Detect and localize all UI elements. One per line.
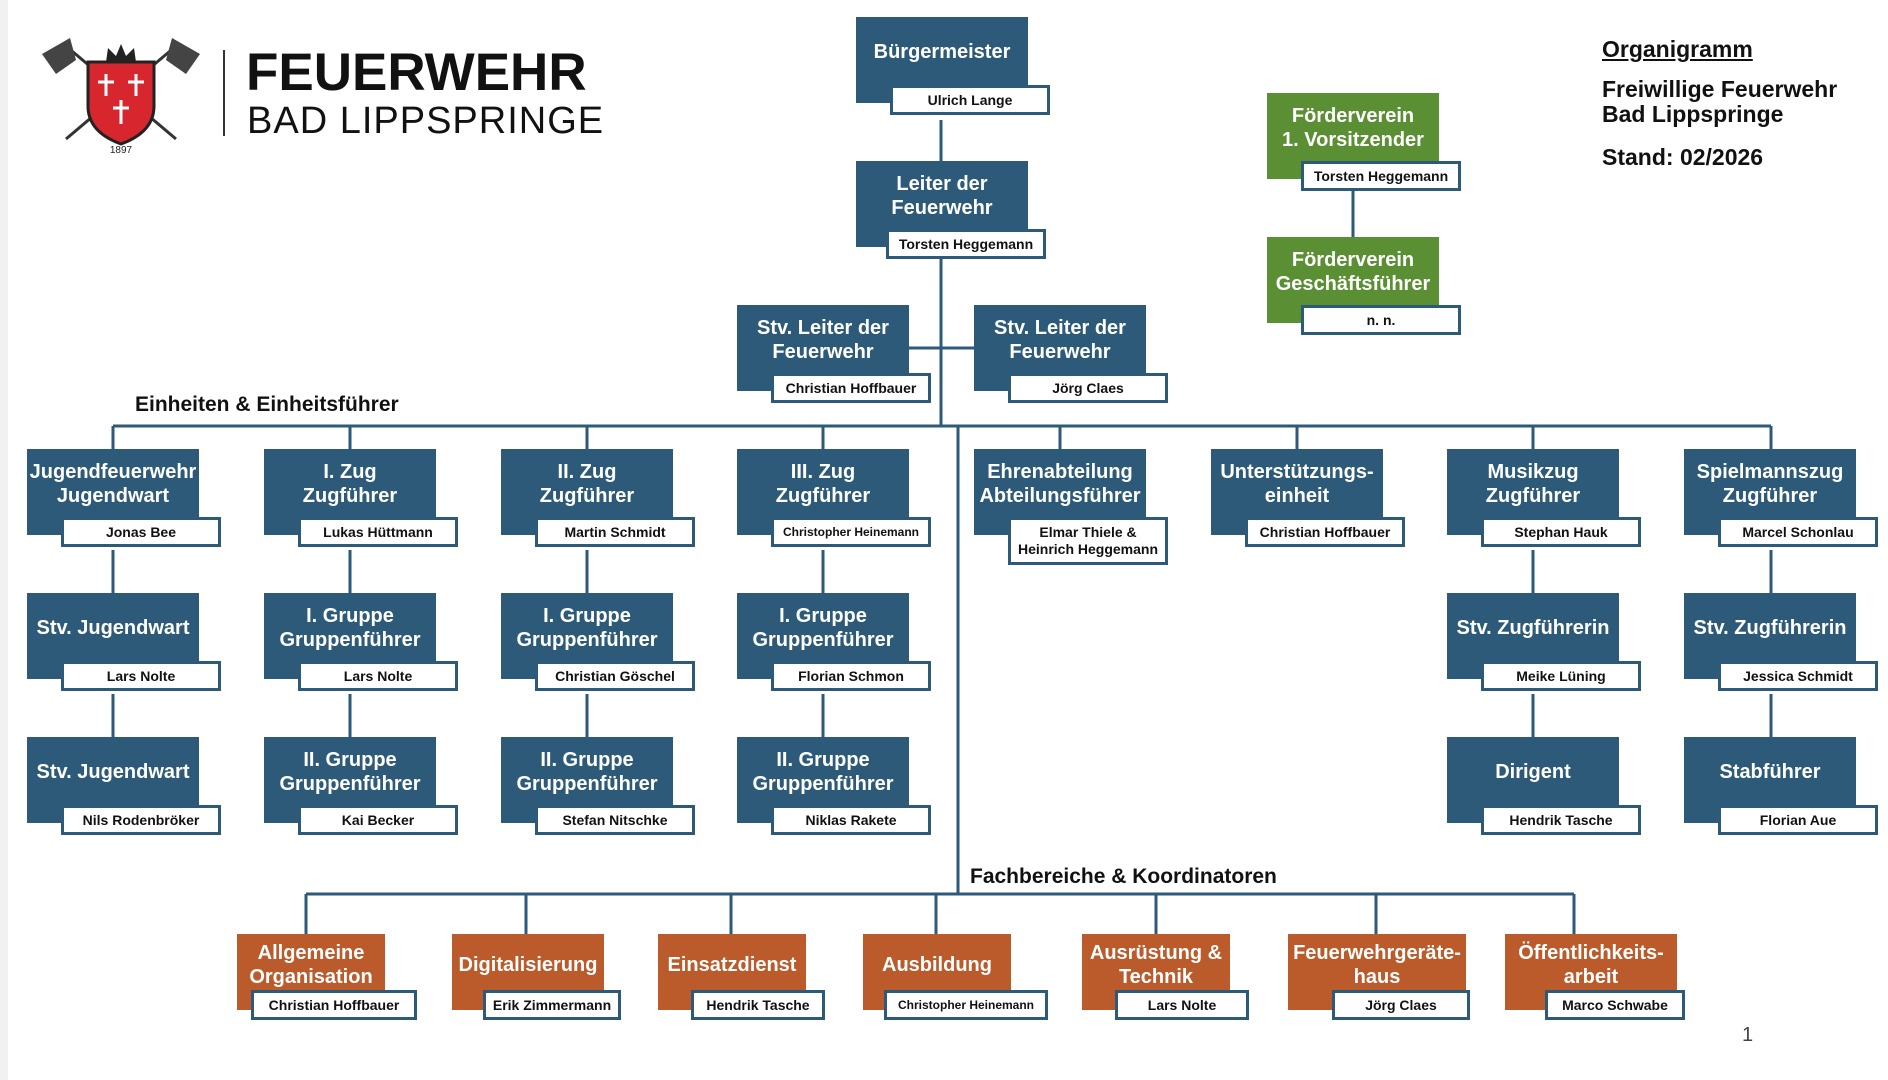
document-header: Organigramm Freiwillige Feuerwehr Bad Li… [1602,36,1837,171]
coat-of-arms-logo: 1897 [42,38,200,154]
youth-fire-brigade-name: Jonas Bee [61,517,221,547]
units-section-title: Einheiten & Einheitsführer [135,393,399,416]
support-unit-name: Christian Hoffbauer [1245,517,1405,547]
logo-separator [223,50,225,136]
chief-name: Torsten Heggemann [886,229,1046,259]
deputy-chief-1-name: Christian Hoffbauer [771,373,931,403]
logo-title: FEUERWEHR [246,43,587,102]
music-deputy-name: Meike Lüning [1481,661,1641,691]
platoon-2-name: Martin Schmidt [535,517,695,547]
dept-equipment-name: Lars Nolte [1115,990,1249,1020]
association-chair-role: Förderverein 1. Vorsitzender [1267,93,1439,179]
platoon-2-group-1-name: Christian Göschel [535,661,695,691]
dept-public-relations-role: Öffentlichkeits- arbeit [1505,934,1677,1010]
platoon-3-group-2-name: Niklas Rakete [771,805,931,835]
document-title: Organigramm [1602,36,1753,62]
drum-major-name: Florian Aue [1718,805,1878,835]
mayor-name: Ulrich Lange [890,85,1050,115]
association-chair-name: Torsten Heggemann [1301,161,1461,191]
association-manager-name: n. n. [1301,305,1461,335]
marching-band-name: Marcel Schonlau [1718,517,1878,547]
conductor-name: Hendrik Tasche [1481,805,1641,835]
youth-deputy-2-name: Nils Rodenbröker [61,805,221,835]
youth-deputy-1-name: Lars Nolte [61,661,221,691]
page-number: 1 [1742,1024,1754,1046]
dept-operations-name: Hendrik Tasche [691,990,825,1020]
logo-subtitle: BAD LIPPSPRINGE [247,100,605,142]
dept-training-name: Christopher Heinemann [884,990,1048,1020]
document-date: Stand: 02/2026 [1602,143,1764,170]
platoon-1-group-2-name: Kai Becker [298,805,458,835]
platoon-3-group-1-name: Florian Schmon [771,661,931,691]
dept-digitalisation-name: Erik Zimmermann [483,990,621,1020]
dept-firehouse-name: Jörg Claes [1332,990,1470,1020]
music-corps-name: Stephan Hauk [1481,517,1641,547]
platoon-1-group-1-name: Lars Nolte [298,661,458,691]
deputy-chief-2-name: Jörg Claes [1008,373,1168,403]
honorary-division-name: Elmar Thiele & Heinrich Heggemann [1008,517,1168,565]
organization-name: Freiwillige Feuerwehr Bad Lippspringe [1602,76,1838,128]
band-deputy-name: Jessica Schmidt [1718,661,1878,691]
dept-organisation-name: Christian Hoffbauer [251,990,417,1020]
logo-year: 1897 [110,145,133,154]
dept-public-relations-name: Marco Schwabe [1545,990,1685,1020]
platoon-1-name: Lukas Hüttmann [298,517,458,547]
page-edge [0,0,8,1080]
platoon-2-group-2-name: Stefan Nitschke [535,805,695,835]
platoon-3-name: Christopher Heinemann [771,517,931,547]
departments-section-title: Fachbereiche & Koordinatoren [970,865,1277,888]
